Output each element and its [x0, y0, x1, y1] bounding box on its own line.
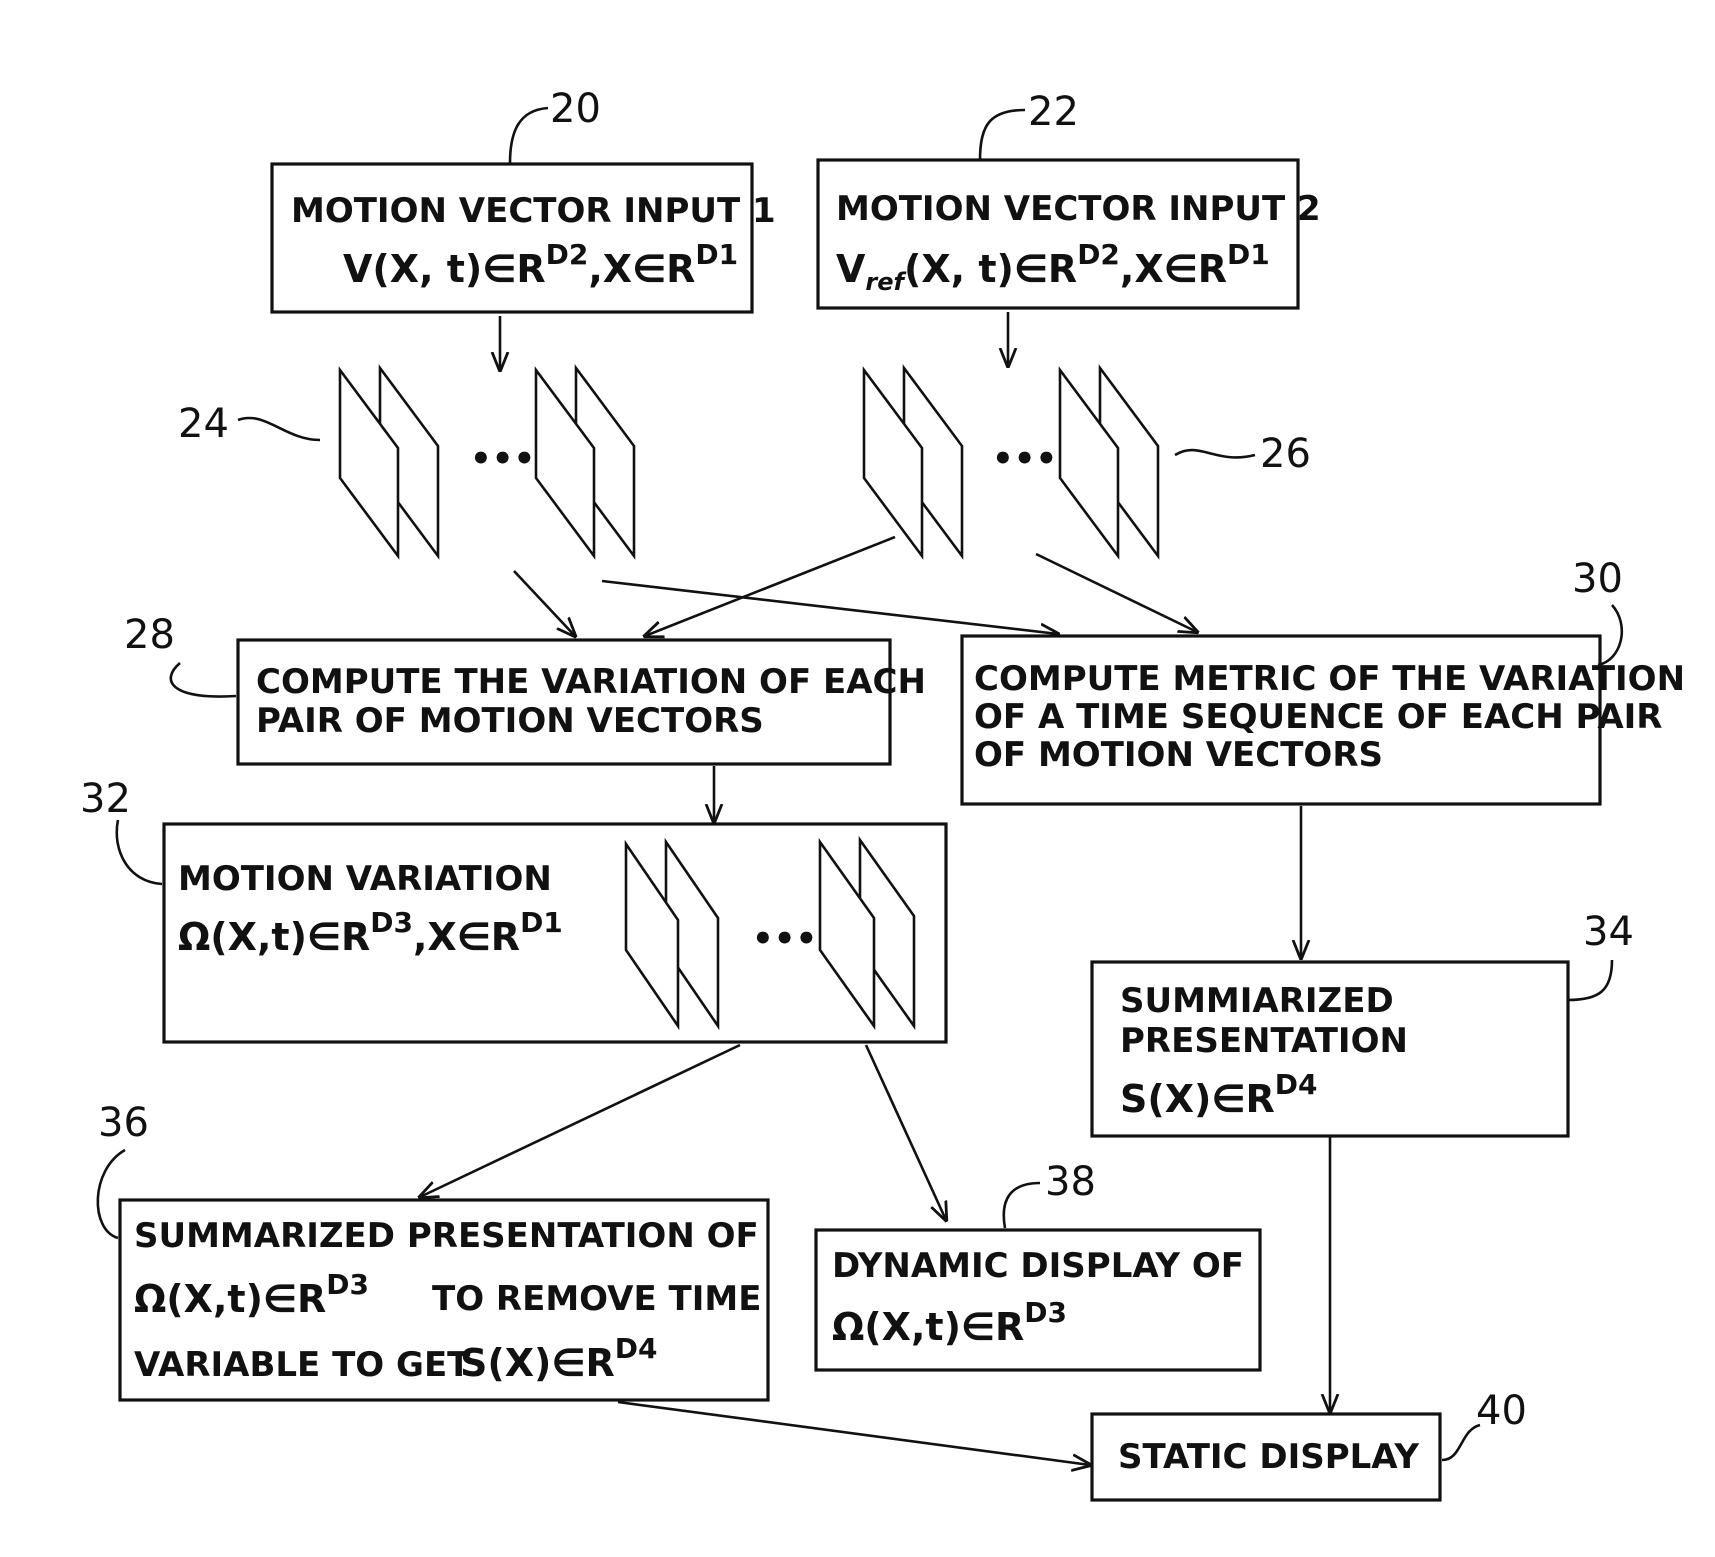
- frame-stack-24: •••: [340, 368, 634, 556]
- arrow-26-to-28: [645, 537, 895, 636]
- box-summarized-presentation: SUMMIARIZED PRESENTATION S(X)∈RD4: [1092, 962, 1568, 1136]
- box-static-display: STATIC DISPLAY: [1092, 1414, 1440, 1500]
- ref-22: 22: [1028, 89, 1079, 135]
- ref-40: 40: [1476, 1388, 1527, 1434]
- ref-36: 36: [98, 1100, 149, 1146]
- leader-32: [117, 820, 162, 884]
- ref-34: 34: [1583, 909, 1634, 955]
- box38-line1: DYNAMIC DISPLAY OF: [832, 1246, 1244, 1286]
- box32-line1: MOTION VARIATION: [178, 859, 552, 899]
- leader-38: [1004, 1183, 1040, 1228]
- box-motion-vector-input-1: MOTION VECTOR INPUT 1 V(X, t)∈RD2,X∈RD1: [272, 164, 776, 312]
- box-compute-metric: COMPUTE METRIC OF THE VARIATION OF A TIM…: [962, 636, 1685, 804]
- box22-line1: MOTION VECTOR INPUT 2: [836, 189, 1321, 229]
- box30-line1: COMPUTE METRIC OF THE VARIATION: [974, 659, 1685, 699]
- arrow-24-to-28: [514, 571, 575, 636]
- box28-line1: COMPUTE THE VARIATION OF EACH: [256, 662, 926, 702]
- leader-26: [1175, 450, 1255, 457]
- leader-40: [1442, 1425, 1480, 1460]
- box36-line2b: TO REMOVE TIME: [432, 1279, 761, 1319]
- frame-stack-26: •••: [864, 368, 1158, 556]
- ref-38: 38: [1045, 1159, 1096, 1205]
- box30-line3: OF MOTION VECTORS: [974, 735, 1383, 775]
- ellipsis-32: •••: [752, 919, 817, 959]
- arrow-32-to-36: [420, 1045, 740, 1197]
- ref-26: 26: [1260, 431, 1311, 477]
- arrow-26-to-30: [1036, 554, 1197, 632]
- box28-line2: PAIR OF MOTION VECTORS: [256, 701, 764, 741]
- box36-line1: SUMMARIZED PRESENTATION OF: [134, 1216, 759, 1256]
- box34-line1: SUMMIARIZED: [1120, 981, 1394, 1021]
- leader-24: [238, 418, 320, 440]
- leader-28: [171, 663, 236, 697]
- arrow-32-to-38: [866, 1045, 946, 1220]
- box30-line2: OF A TIME SEQUENCE OF EACH PAIR: [974, 697, 1662, 737]
- box-dynamic-display: DYNAMIC DISPLAY OF Ω(X,t)∈RD3: [816, 1230, 1260, 1370]
- leader-34: [1568, 960, 1612, 1000]
- arrow-36-to-40: [618, 1402, 1090, 1465]
- box34-line2: PRESENTATION: [1120, 1021, 1408, 1061]
- box-motion-variation: MOTION VARIATION Ω(X,t)∈RD3,X∈RD1 •••: [164, 824, 946, 1042]
- ref-30: 30: [1572, 556, 1623, 602]
- box-motion-vector-input-2: MOTION VECTOR INPUT 2 Vref(X, t)∈RD2,X∈R…: [818, 160, 1321, 308]
- box40-line1: STATIC DISPLAY: [1118, 1437, 1419, 1477]
- box36-line3: VARIABLE TO GET: [134, 1345, 471, 1385]
- leader-20: [510, 108, 548, 163]
- leader-22: [980, 110, 1025, 160]
- ellipsis-24: •••: [470, 439, 535, 479]
- ref-28: 28: [124, 612, 175, 658]
- box-compute-variation: COMPUTE THE VARIATION OF EACH PAIR OF MO…: [238, 640, 926, 764]
- ref-24: 24: [178, 401, 229, 447]
- ellipsis-26: •••: [992, 439, 1057, 479]
- box-summarized-presentation-of-omega: SUMMARIZED PRESENTATION OF Ω(X,t)∈RD3 TO…: [120, 1200, 768, 1400]
- ref-20: 20: [550, 86, 601, 132]
- ref-32: 32: [80, 776, 131, 822]
- box20-line1: MOTION VECTOR INPUT 1: [291, 191, 776, 231]
